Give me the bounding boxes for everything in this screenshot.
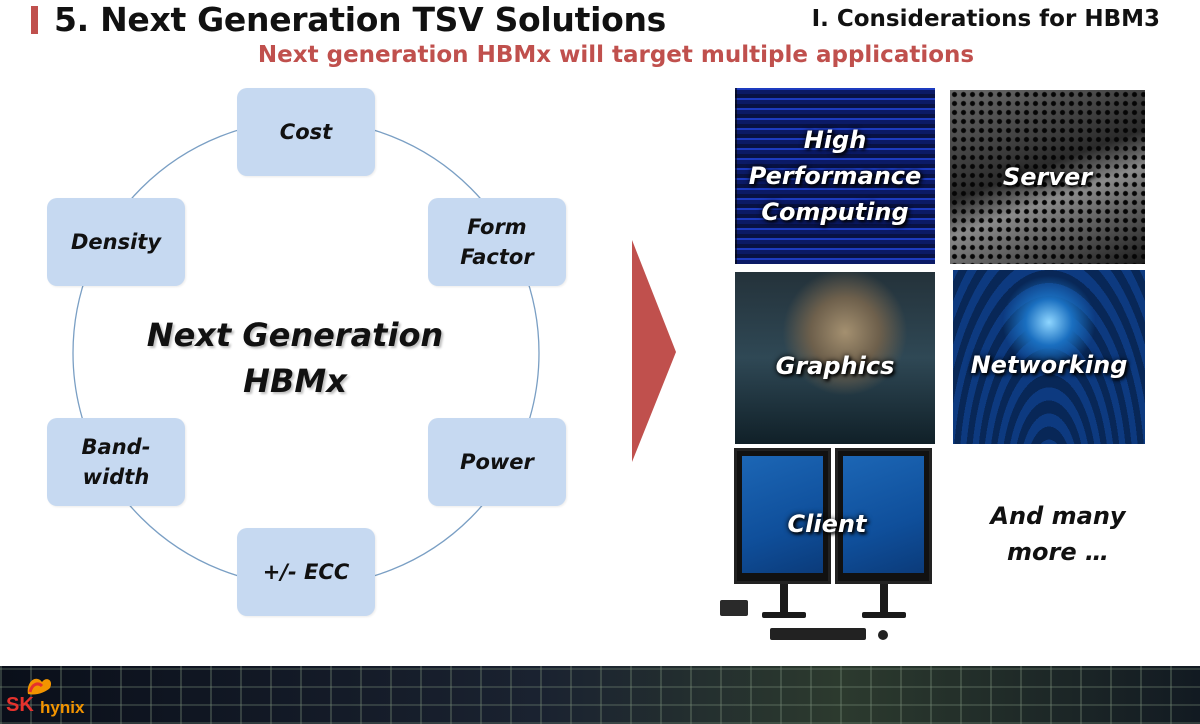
- monitor-icon: [734, 448, 831, 584]
- title-accent-bar: [31, 6, 38, 34]
- center-label: Next Generation HBMx: [146, 316, 444, 400]
- consideration-ecc: +/- ECC: [237, 528, 375, 616]
- monitor-base: [862, 612, 906, 618]
- consideration-label: Form Factor: [460, 215, 534, 269]
- app-tile-label: High Performance Computing: [748, 126, 922, 226]
- monitor-stand: [880, 584, 888, 614]
- app-tile-server: Server: [950, 90, 1145, 264]
- consideration-power: Power: [428, 418, 566, 506]
- mini-pc-icon: [720, 600, 748, 616]
- app-tile-label: Graphics: [775, 352, 895, 380]
- footer-banner: [0, 666, 1200, 724]
- mouse-icon: [878, 630, 888, 640]
- app-tile-hpc: High Performance Computing: [735, 88, 935, 264]
- logo-text-sk: SK: [6, 694, 34, 716]
- consideration-bandwidth: Band- width: [47, 418, 185, 506]
- monitor-stand: [780, 584, 788, 614]
- consideration-label: Power: [460, 450, 534, 474]
- section-label: I. Considerations for HBM3: [811, 6, 1160, 32]
- app-tile-networking: Networking: [953, 270, 1145, 444]
- app-tile-label: Server: [1002, 163, 1093, 191]
- and-many-more: And many more …: [990, 502, 1126, 566]
- arrow-right-icon: [632, 240, 676, 462]
- keyboard-icon: [770, 628, 866, 640]
- consideration-cost: Cost: [237, 88, 375, 176]
- consideration-density: Density: [47, 198, 185, 286]
- consideration-form-factor: Form Factor: [428, 198, 566, 286]
- app-tile-label: Networking: [970, 351, 1128, 379]
- butterfly-logo-icon: [27, 678, 52, 695]
- slide-title: 5. Next Generation TSV Solutions: [54, 0, 667, 39]
- consideration-label: Cost: [279, 120, 333, 144]
- consideration-label: +/- ECC: [262, 560, 350, 584]
- app-tile-client: Client: [712, 448, 942, 648]
- consideration-label: Band- width: [81, 435, 151, 489]
- app-tile-label: Client: [787, 510, 867, 538]
- slide-subtitle: Next generation HBMx will target multipl…: [257, 42, 975, 68]
- monitor-base: [762, 612, 806, 618]
- app-tile-graphics: Graphics: [735, 272, 935, 444]
- logo-text-hynix: hynix: [40, 698, 85, 717]
- monitor-icon: [835, 448, 932, 584]
- consideration-label: Density: [70, 230, 162, 254]
- sk-hynix-logo: SK hynix: [6, 672, 116, 720]
